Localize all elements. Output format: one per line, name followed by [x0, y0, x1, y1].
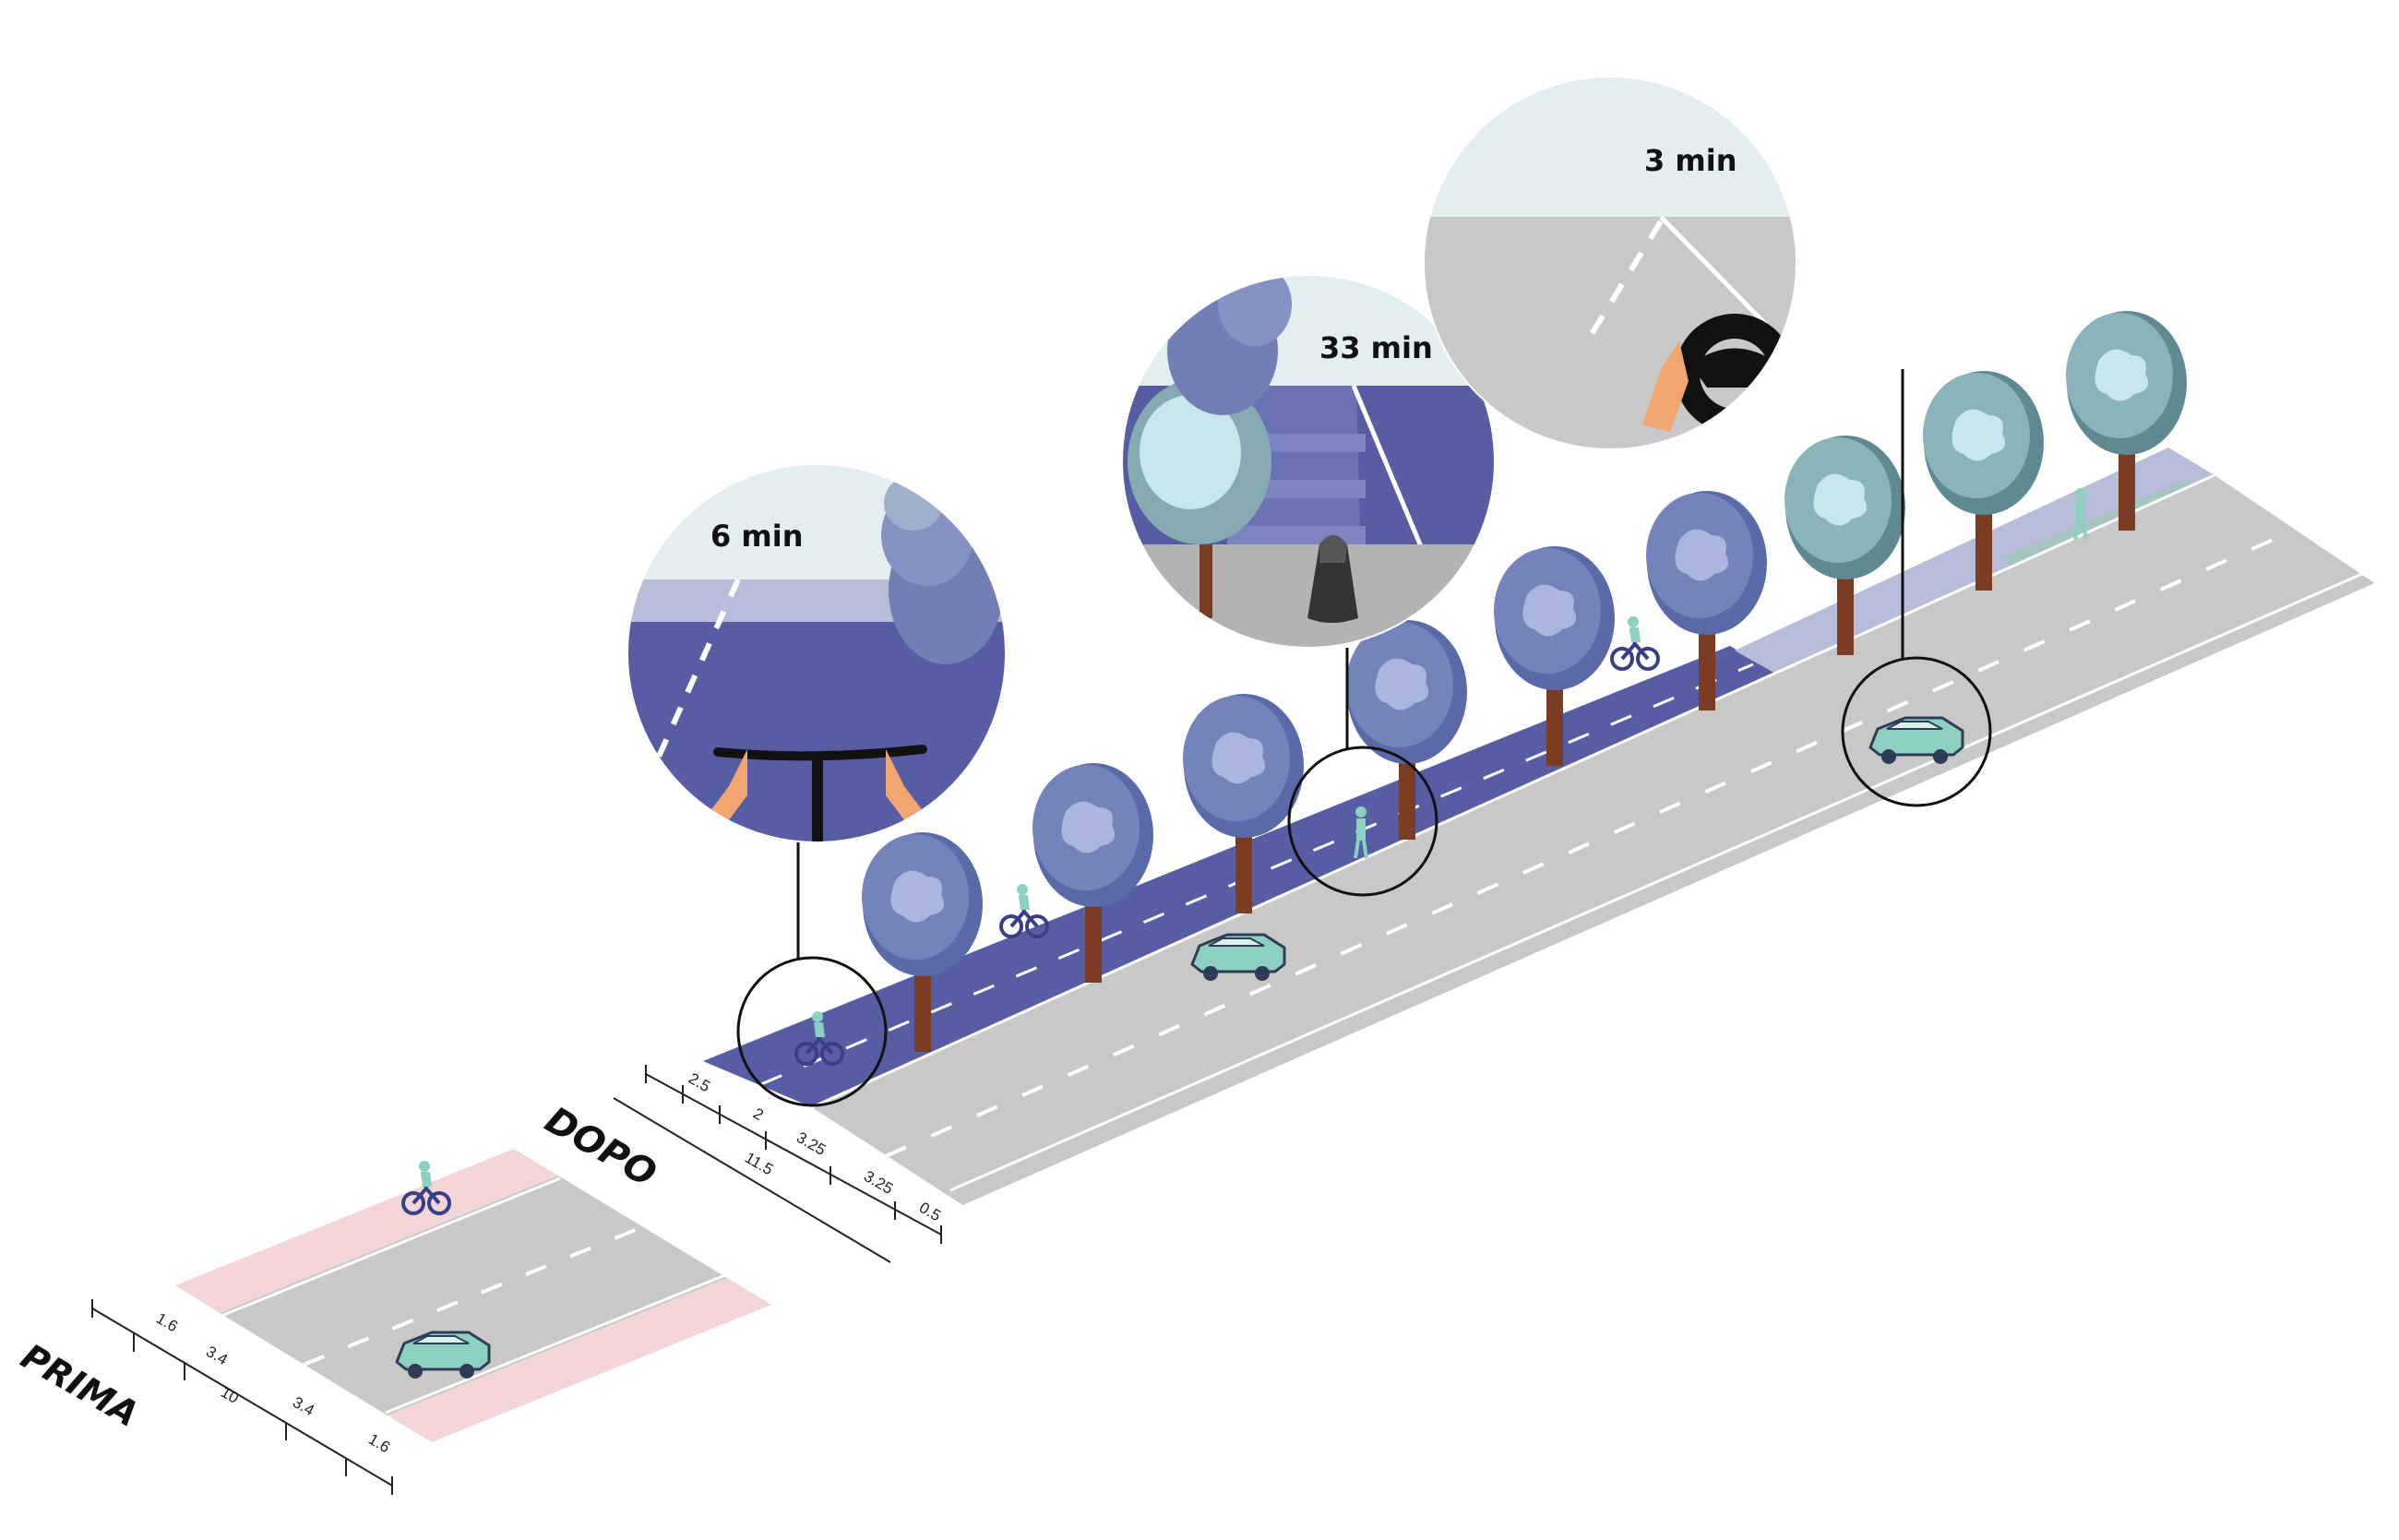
after-dim-6: 0.5	[916, 1199, 944, 1224]
after-dim-4: 3.25	[794, 1128, 829, 1159]
after-road	[812, 475, 2376, 1206]
before-dim-2: 3.4	[203, 1343, 231, 1368]
after-dim-3: 11.5	[742, 1149, 776, 1178]
walk-highlight-circle	[1287, 746, 1438, 897]
after-dim-2: 2	[750, 1104, 767, 1124]
before-bike-lane-bottom	[388, 1278, 771, 1442]
before-street	[175, 1149, 771, 1442]
highlight-markers	[736, 369, 1992, 1107]
after-cyclist-icon-3	[1610, 615, 1660, 671]
before-dim-5: 1.6	[365, 1430, 393, 1456]
before-label: PRIMA	[15, 1336, 146, 1435]
after-dim-1: 2.5	[686, 1069, 713, 1095]
walk-time-label: 33 min	[1319, 330, 1433, 365]
bike-bubble: 6 min	[627, 463, 1007, 843]
before-road	[220, 1176, 727, 1415]
after-bike-lane-light	[1735, 448, 2214, 678]
before-dim-1: 1.6	[153, 1309, 181, 1335]
car-highlight-circle	[1841, 656, 1992, 807]
bike-highlight-circle	[736, 956, 888, 1107]
before-dim-3: 10	[218, 1383, 242, 1407]
car-bubble: 3 min	[1423, 76, 1797, 450]
bike-time-label: 6 min	[710, 519, 804, 554]
before-bike-lane-top	[175, 1149, 558, 1313]
car-time-label: 3 min	[1644, 143, 1737, 178]
before-dim-4: 3.4	[290, 1393, 317, 1419]
